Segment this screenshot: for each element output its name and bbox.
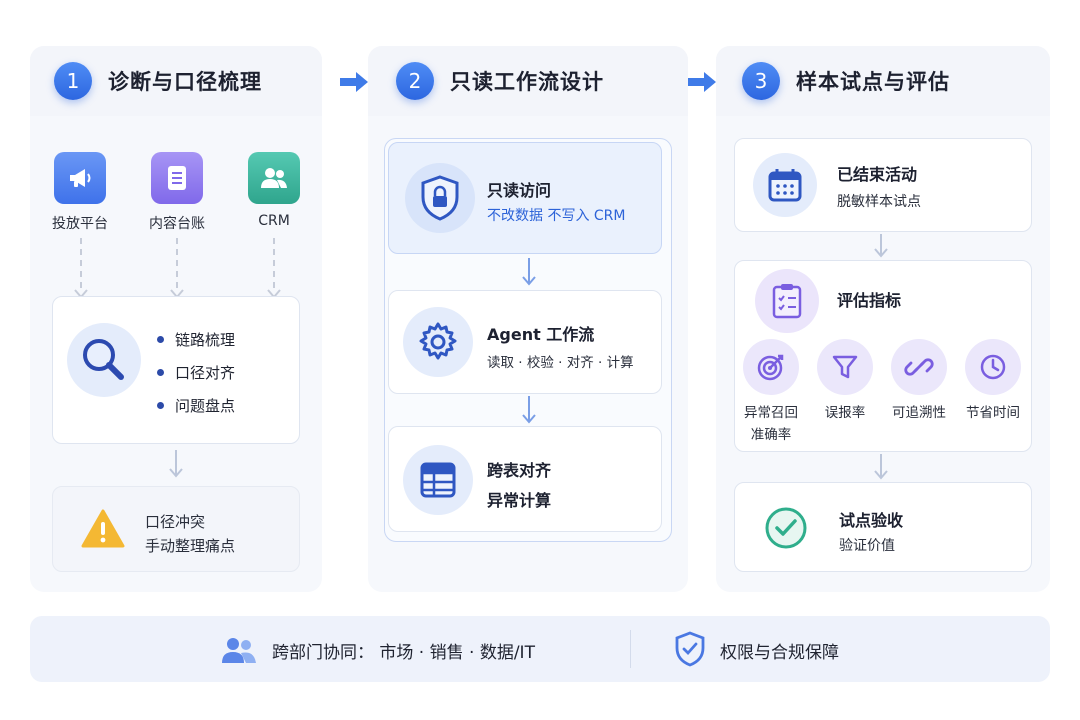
dashed-connector <box>80 238 82 288</box>
card-title: 只读访问 <box>487 181 552 200</box>
card-title: Agent 工作流 <box>487 325 595 344</box>
arrow-down-icon <box>874 234 888 258</box>
column-title: 样本试点与评估 <box>796 70 950 94</box>
metric-label: 节省时间 <box>966 405 1020 421</box>
arrow-down-icon <box>522 258 536 286</box>
bullet-item: 链路梳理 <box>157 329 235 350</box>
arrow-down-icon <box>874 454 888 480</box>
link-icon <box>891 339 947 395</box>
dashed-connector <box>273 238 275 288</box>
metric-label: 异常召回 <box>744 405 798 421</box>
warning-icon <box>79 507 127 551</box>
metric-label: 误报率 <box>824 405 866 421</box>
pilot-card: 试点验收 验证价值 <box>734 482 1032 572</box>
gear-icon <box>403 307 473 377</box>
target-icon <box>743 339 799 395</box>
table-align-card: 跨表对齐 异常计算 <box>388 426 662 532</box>
card-subtitle: 不改数据 不写入 CRM <box>487 208 626 224</box>
warning-line-1: 口径冲突 <box>145 513 206 531</box>
source-label: 投放平台 <box>52 216 108 232</box>
source-label: CRM <box>258 213 290 229</box>
bullet-item: 问题盘点 <box>157 395 235 416</box>
arrow-down-icon <box>169 450 183 478</box>
analysis-card: 链路梳理 口径对齐 问题盘点 <box>52 296 300 444</box>
step-number-badge: 1 <box>54 62 92 100</box>
step-number-badge: 2 <box>396 62 434 100</box>
shield-check-icon <box>674 631 706 667</box>
card-subtitle: 异常计算 <box>487 491 552 510</box>
readonly-card: 只读访问 不改数据 不写入 CRM <box>388 142 662 254</box>
card-subtitle: 验证价值 <box>839 538 895 554</box>
column-evaluation: 3 样本试点与评估 已结束活动 脱敏样本试点 评估指标 异常召回 准确率 误报率… <box>716 46 1050 592</box>
dashed-connector <box>176 238 178 288</box>
users-icon <box>220 635 258 665</box>
bullet-item: 口径对齐 <box>157 362 235 383</box>
card-title: 试点验收 <box>839 511 904 530</box>
shield-lock-icon <box>405 163 475 233</box>
megaphone-icon <box>54 152 106 204</box>
check-circle-icon <box>763 505 809 551</box>
clock-icon <box>965 339 1021 395</box>
card-title: 跨表对齐 <box>487 461 552 480</box>
column-title: 只读工作流设计 <box>450 70 604 94</box>
document-icon <box>151 152 203 204</box>
magnifier-icon <box>67 323 141 397</box>
column-header: 3 样本试点与评估 <box>716 46 1050 116</box>
calendar-icon <box>753 153 817 217</box>
arrow-down-icon <box>522 396 536 424</box>
column-workflow: 2 只读工作流设计 只读访问 不改数据 不写入 CRM Agent 工作流 读取… <box>368 46 688 592</box>
footer-bar: 跨部门协同： 市场 · 销售 · 数据/IT 权限与合规保障 <box>30 616 1050 682</box>
metrics-card: 评估指标 异常召回 准确率 误报率 可追溯性 节省时间 <box>734 260 1032 452</box>
metric-label: 可追溯性 <box>892 405 946 421</box>
warning-line-2: 手动整理痛点 <box>145 537 236 555</box>
collaboration-text: 跨部门协同： 市场 · 销售 · 数据/IT <box>272 643 535 663</box>
warning-card: 口径冲突 手动整理痛点 <box>52 486 300 572</box>
metrics-title: 评估指标 <box>837 291 902 310</box>
flow-arrow-icon <box>688 72 716 92</box>
source-label: 内容台账 <box>149 216 205 232</box>
filter-icon <box>817 339 873 395</box>
column-header: 1 诊断与口径梳理 <box>30 46 322 116</box>
users-icon <box>248 152 300 204</box>
flow-arrow-icon <box>340 72 368 92</box>
column-diagnosis: 1 诊断与口径梳理 投放平台 内容台账 CRM 链路梳理 口径对齐 问题盘点 口… <box>30 46 322 592</box>
sample-card: 已结束活动 脱敏样本试点 <box>734 138 1032 232</box>
divider <box>630 630 631 668</box>
agent-workflow-card: Agent 工作流 读取 · 校验 · 对齐 · 计算 <box>388 290 662 394</box>
step-number-badge: 3 <box>742 62 780 100</box>
compliance-text: 权限与合规保障 <box>720 643 839 663</box>
column-title: 诊断与口径梳理 <box>108 70 262 94</box>
checklist-icon <box>755 269 819 333</box>
card-subtitle: 读取 · 校验 · 对齐 · 计算 <box>487 355 634 371</box>
card-title: 已结束活动 <box>837 165 918 184</box>
metric-label: 准确率 <box>750 427 792 443</box>
table-icon <box>403 445 473 515</box>
card-subtitle: 脱敏样本试点 <box>837 194 921 210</box>
column-header: 2 只读工作流设计 <box>368 46 688 116</box>
